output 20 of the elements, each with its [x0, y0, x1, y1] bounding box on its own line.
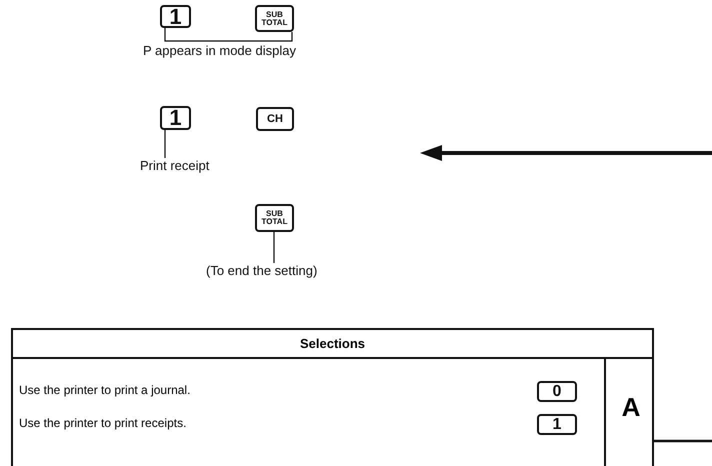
key: 0 [537, 381, 577, 402]
option-letter: A [622, 392, 640, 423]
key-caption: Print receipt [140, 158, 230, 174]
key: 1 [537, 414, 577, 435]
connector-line [654, 440, 712, 442]
key-caption: (To end the setting) [206, 263, 346, 279]
leader-line [273, 232, 275, 263]
key: 1 [160, 5, 191, 28]
option-text: Use the printer to print a journal. [19, 383, 190, 397]
table-header: Selections [13, 330, 652, 359]
key: CH [256, 107, 294, 131]
key: SUB TOTAL [255, 5, 294, 32]
leader-line [164, 28, 228, 42]
leader-line [228, 32, 293, 42]
key-caption: P appears in mode display [143, 43, 358, 59]
key: SUB TOTAL [255, 204, 294, 232]
option-text: Use the printer to print receipts. [19, 416, 186, 430]
leader-line [164, 130, 166, 158]
key: 1 [160, 106, 191, 130]
selections-table [11, 328, 654, 466]
